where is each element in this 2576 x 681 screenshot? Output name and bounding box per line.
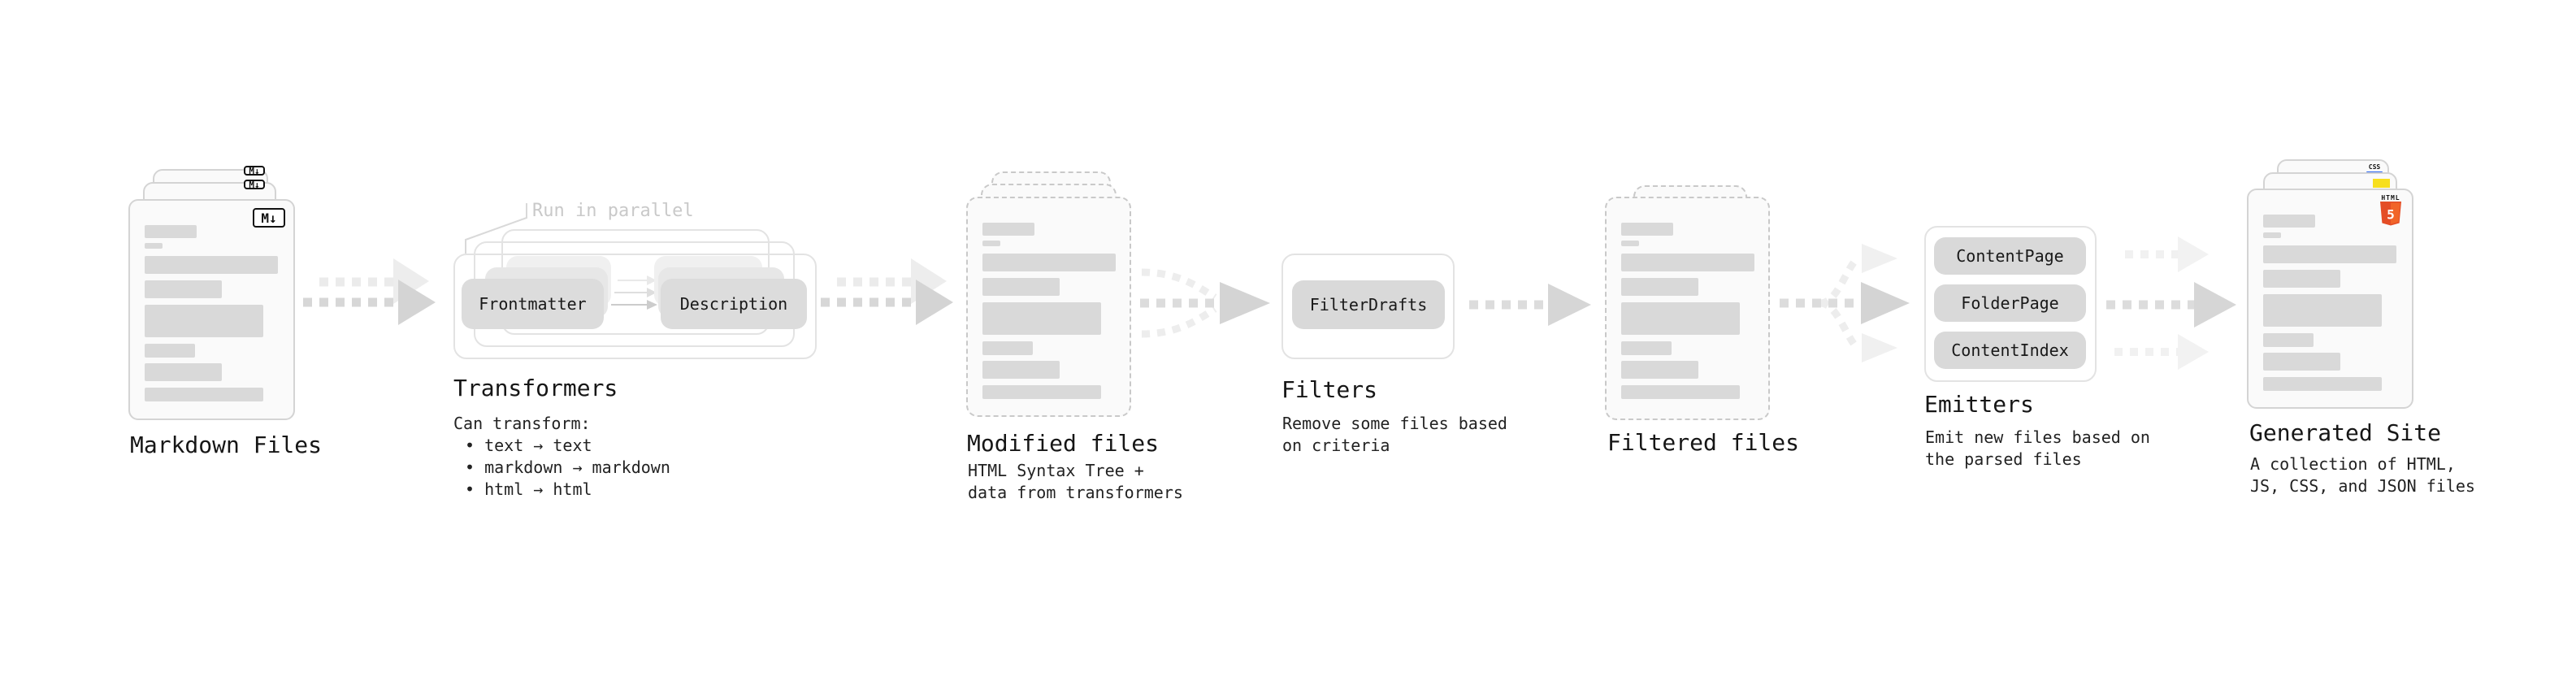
doc-skeleton-bar <box>1621 223 1673 236</box>
doc-skeleton-bar <box>2263 353 2340 371</box>
doc-skeleton-bar <box>1621 254 1754 271</box>
html5-icon: HTML 5 <box>2379 194 2403 229</box>
transformer-chip-description: Description <box>661 279 807 329</box>
doc-skeleton-bar <box>1621 341 1672 355</box>
filters-desc: Remove some files based on criteria <box>1282 414 1507 455</box>
transformers-label: Transformers <box>453 375 618 401</box>
generated-site-label: Generated Site <box>2249 419 2442 446</box>
doc-skeleton-bar <box>982 254 1116 271</box>
doc-skeleton-bar <box>1621 302 1740 335</box>
arrow-markdown-to-transformers <box>303 258 436 325</box>
emitter-chip-folderpage: FolderPage <box>1934 284 2086 322</box>
site-file-card: HTML 5 <box>2247 189 2413 409</box>
transformers-bullet: • text → text <box>465 436 592 455</box>
arrow-filtered-to-emitters <box>1780 244 1910 362</box>
emitters-label: Emitters <box>1924 391 2034 418</box>
doc-skeleton-bar <box>1621 385 1740 399</box>
arrow-filters-to-filtered <box>1469 284 1591 326</box>
doc-skeleton-bar <box>2263 270 2340 288</box>
markdown-file-card: M↓ <box>128 199 295 420</box>
arrow-modified-to-filters <box>1140 268 1270 338</box>
filters-label: Filters <box>1281 376 1378 403</box>
emitter-chip-contentindex: ContentIndex <box>1934 332 2086 369</box>
doc-skeleton-bar <box>982 241 1000 246</box>
transformers-bullet: • markdown → markdown <box>465 458 670 477</box>
doc-skeleton-bar <box>982 223 1034 236</box>
doc-skeleton-bar <box>1621 361 1698 379</box>
transformer-chip-frontmatter: Frontmatter <box>462 279 604 329</box>
filtered-file-card <box>1605 197 1770 420</box>
doc-skeleton-bar <box>145 225 197 238</box>
generated-site-desc: A collection of HTML, JS, CSS, and JSON … <box>2250 454 2475 496</box>
transformers-panel <box>453 254 817 359</box>
doc-skeleton-bar <box>2263 232 2281 238</box>
run-in-parallel-connector <box>465 203 527 254</box>
doc-skeleton-bar <box>145 243 163 249</box>
modified-files-desc: HTML Syntax Tree + data from transformer… <box>968 461 1183 502</box>
doc-skeleton-bar <box>1621 241 1639 246</box>
transformers-note-title: Can transform: <box>453 414 591 433</box>
doc-skeleton-bar <box>1621 278 1698 296</box>
markdown-icon: M↓ <box>244 180 265 189</box>
doc-skeleton-bar <box>2263 215 2315 228</box>
doc-skeleton-bar <box>145 344 195 358</box>
doc-skeleton-bar <box>2263 294 2382 327</box>
markdown-files-label: Markdown Files <box>130 432 323 458</box>
doc-skeleton-bar <box>145 256 278 274</box>
arrow-transformers-to-modified <box>821 258 953 325</box>
transformers-bullet: • html → html <box>465 479 592 499</box>
svg-text:5: 5 <box>2387 207 2395 223</box>
modified-files-label: Modified files <box>967 430 1160 457</box>
doc-skeleton-bar <box>2263 245 2396 263</box>
modified-file-card <box>966 197 1131 417</box>
doc-skeleton-bar <box>982 361 1060 379</box>
doc-skeleton-bar <box>145 363 222 381</box>
doc-skeleton-bar <box>982 302 1101 335</box>
js-file-icon <box>2373 179 2390 188</box>
run-in-parallel-note: Run in parallel <box>532 201 694 221</box>
doc-skeleton-bar <box>982 278 1060 296</box>
emitters-desc: Emit new files based on the parsed files <box>1925 427 2150 469</box>
doc-skeleton-bar <box>2263 377 2382 391</box>
doc-skeleton-bar <box>982 385 1101 399</box>
emitter-chip-contentpage: ContentPage <box>1934 237 2086 275</box>
arrows-emitters-to-site <box>2106 236 2236 370</box>
filter-chip-filterdrafts: FilterDrafts <box>1292 280 1445 329</box>
markdown-icon: M↓ <box>244 166 265 176</box>
doc-skeleton-bar <box>145 388 263 401</box>
doc-skeleton-bar <box>145 305 263 337</box>
transform-flow-arrows <box>611 275 657 310</box>
doc-skeleton-bar <box>982 341 1033 355</box>
doc-skeleton-bar <box>2263 333 2314 347</box>
doc-skeleton-bar <box>145 280 222 298</box>
filtered-files-label: Filtered files <box>1607 429 1800 456</box>
markdown-icon: M↓ <box>253 208 285 228</box>
